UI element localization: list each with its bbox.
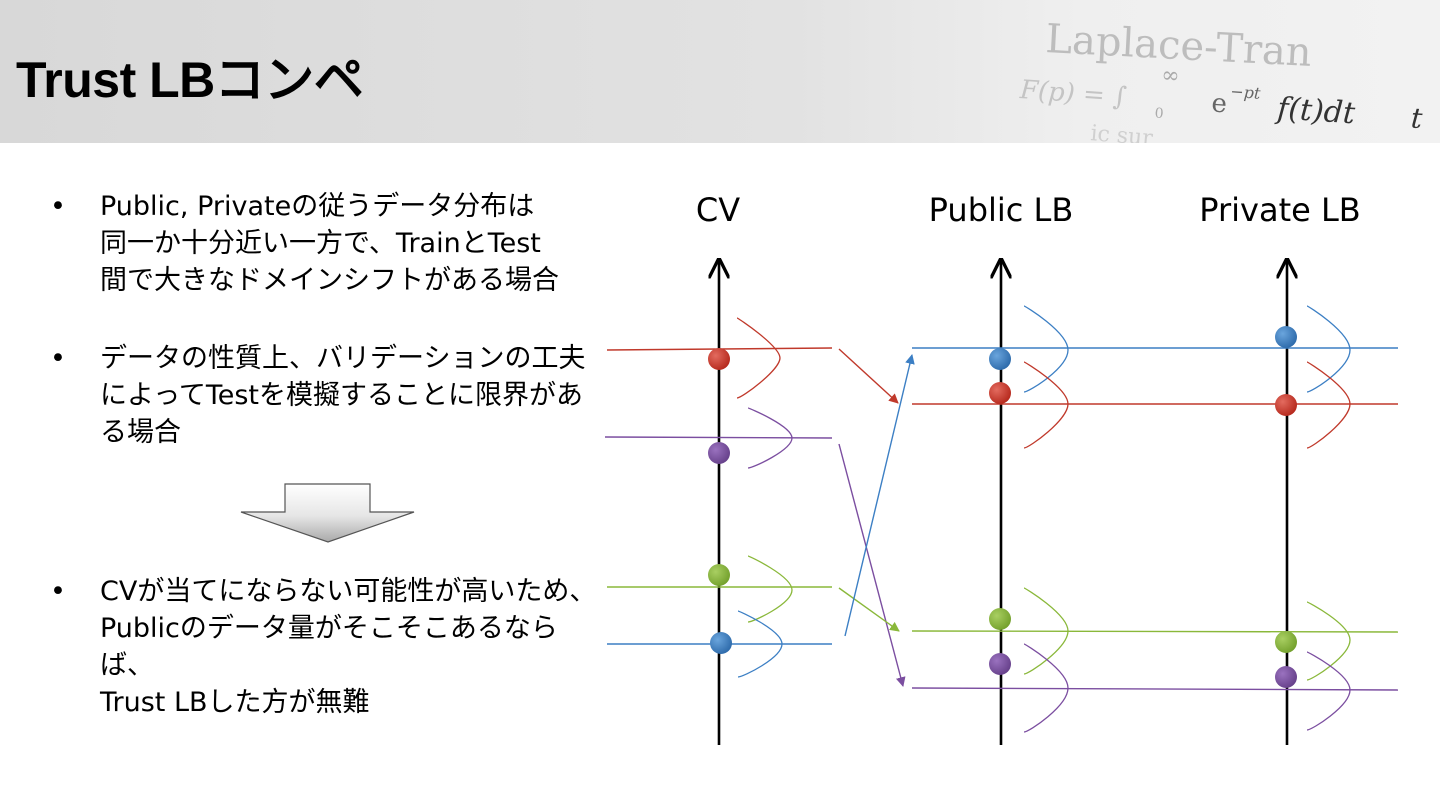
axis-label-private-lb: Private LB [1199, 191, 1361, 229]
distribution-curve-red [1306, 361, 1351, 449]
score-dot-red [989, 382, 1011, 404]
distribution-curve-purple [1306, 651, 1351, 731]
decoration-formula-tail: t [1410, 101, 1424, 135]
score-dot-purple [708, 442, 730, 464]
distribution-curve-purple [1023, 643, 1069, 733]
score-dot-green [989, 608, 1011, 630]
decoration-formula-lower: 0 [1154, 105, 1164, 122]
mapping-arrow-blue [844, 354, 915, 637]
score-dot-red [708, 348, 730, 370]
score-dot-purple [989, 653, 1011, 675]
score-dot-blue [989, 348, 1011, 370]
score-dot-blue [1275, 326, 1297, 348]
mapping-arrow-red [838, 348, 899, 404]
decoration-formula-exp-power: −pt [1230, 82, 1262, 103]
distribution-curve-green [1306, 601, 1351, 681]
score-dot-purple [1275, 666, 1297, 688]
distribution-curve-blue [737, 610, 783, 678]
score-dot-red [1275, 394, 1297, 416]
header-banner: Laplace-Tran F(p) = ∫ ∞ 0 e −pt f(t)dt t… [0, 0, 1440, 143]
distribution-curve-green [1023, 587, 1069, 675]
bullet-text: Public, Privateの従うデータ分布は 同一か十分近い一方で、Trai… [100, 191, 559, 296]
score-dot-green [708, 564, 730, 586]
decoration-formula-exp: e [1210, 88, 1227, 119]
decoration-formula-right: f(t)dt [1274, 91, 1357, 132]
distribution-curve-blue [1023, 305, 1069, 393]
distribution-curve-red [1023, 361, 1069, 449]
axis-label-public-lb: Public LB [929, 191, 1074, 229]
bullet-text: データの性質上、バリデーションの工夫 によってTestを模擬することに限界があ … [100, 343, 586, 448]
cv-line-purple [604, 436, 833, 439]
decoration-faded-text: ic sur... [1089, 121, 1172, 143]
page-title: Trust LBコンペ [16, 52, 364, 108]
axis-label-cv: CV [696, 191, 740, 229]
bullet-dot: • [50, 576, 66, 607]
bullet-text: CVが当てにならない可能性が高いため、 Publicのデータ量がそこそこあるなら… [100, 576, 597, 718]
laplace-formula-decoration: Laplace-Tran F(p) = ∫ ∞ 0 e −pt f(t)dt t… [1018, 16, 1424, 143]
distribution-curve-blue [1306, 305, 1351, 393]
bullet-dot: • [50, 191, 66, 222]
score-dot-blue [710, 632, 732, 654]
down-arrow-icon [240, 483, 415, 543]
decoration-formula-upper: ∞ [1160, 63, 1180, 89]
mapping-arrow-green [838, 587, 900, 632]
distribution-curve-red [736, 317, 781, 399]
distribution-curve-green [747, 555, 793, 623]
mapping-arrow-purple [838, 443, 906, 687]
lb-line-green [911, 630, 1399, 633]
bullet-dot: • [50, 343, 66, 374]
distribution-curve-purple [747, 407, 793, 469]
score-dot-green [1275, 631, 1297, 653]
lb-line-purple [911, 687, 1399, 691]
